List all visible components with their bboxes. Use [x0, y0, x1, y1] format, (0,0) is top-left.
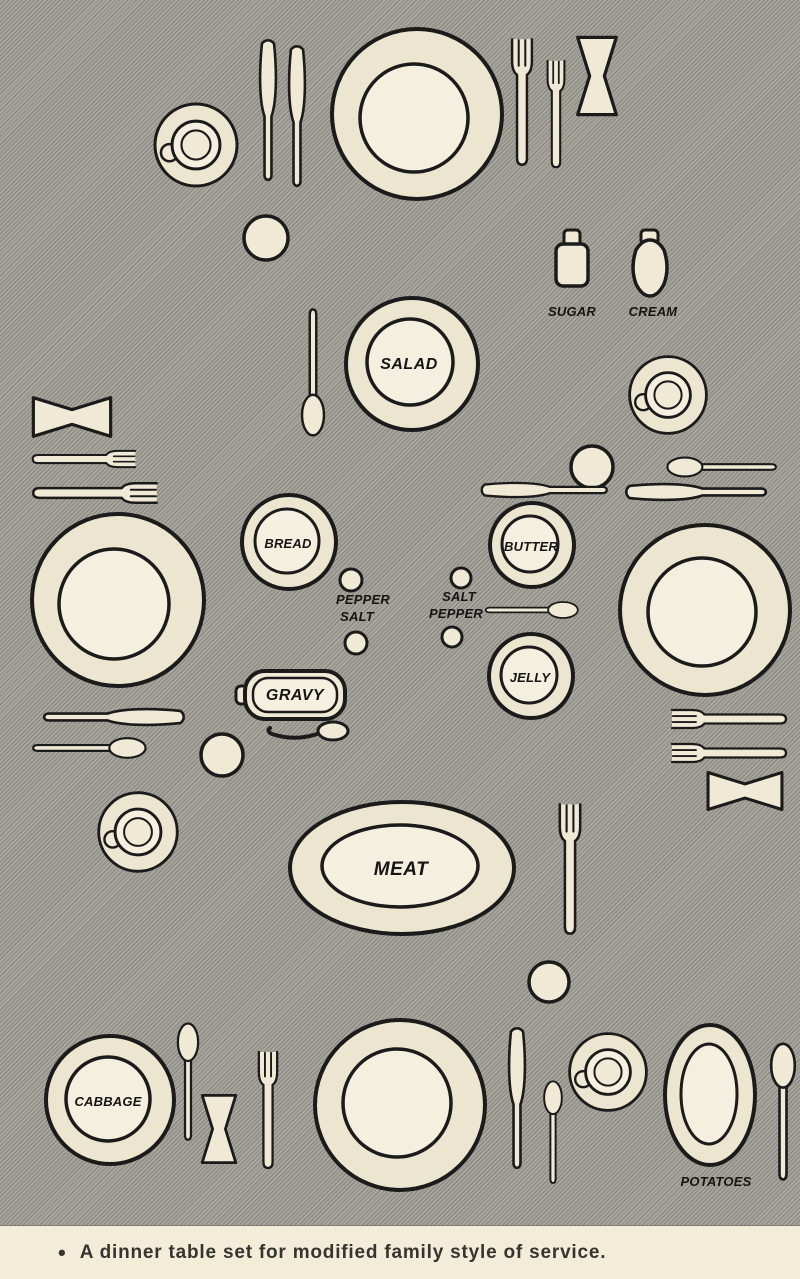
- pepper-label-right: PEPPER: [429, 606, 483, 621]
- salt-label-right: SALT: [442, 589, 477, 604]
- dinner-knife-top-2: [287, 44, 307, 188]
- jelly-bowl: [487, 632, 575, 720]
- pepper-shaker-right: [440, 625, 464, 649]
- serving-spoon-cabbage: [176, 1022, 200, 1142]
- figure-caption: • A dinner table set for modified family…: [0, 1225, 800, 1279]
- water-glass-center: [569, 444, 615, 490]
- salt-label-left: SALT: [340, 609, 375, 624]
- knife-bottom: [507, 1026, 527, 1170]
- caption-bullet: •: [58, 1239, 66, 1265]
- dinner-plate-bottom: [313, 1018, 487, 1192]
- salad-label: SALAD: [380, 356, 438, 373]
- dinner-knife-top-1: [258, 38, 278, 182]
- jelly-label: JELLY: [510, 670, 552, 685]
- teaspoon-bottom: [542, 1080, 564, 1185]
- potatoes-dish: [663, 1023, 757, 1167]
- gravy-ladle: [266, 720, 350, 742]
- salad-bowl: [344, 296, 480, 432]
- napkin-bottom: [200, 1093, 238, 1165]
- salt-shaker-right: [449, 566, 473, 590]
- salt-shaker-left: [343, 630, 369, 656]
- napkin-left: [31, 395, 113, 439]
- cup-and-saucer-meat-left: [97, 791, 179, 873]
- sugar-bowl: [554, 228, 590, 288]
- salad-serving-spoon: [300, 308, 326, 437]
- cup-and-saucer-right: [628, 355, 708, 435]
- spoon-center: [484, 600, 579, 620]
- knife-lower-left: [42, 707, 186, 727]
- cabbage-label: CABBAGE: [74, 1094, 141, 1109]
- pepper-label-left: PEPPER: [336, 592, 390, 607]
- napkin-top: [575, 35, 619, 117]
- water-glass-lower-left: [199, 732, 245, 778]
- butter-label: BUTTER: [504, 539, 558, 554]
- dinner-plate-top: [330, 27, 504, 201]
- dinner-plate-left: [30, 512, 206, 688]
- spoon-right-top: [666, 456, 778, 478]
- cabbage-bowl: [44, 1034, 176, 1166]
- fork-left-1: [31, 449, 137, 469]
- butter-plate: [488, 501, 576, 589]
- fork-bottom: [257, 1050, 279, 1170]
- sugar-label: SUGAR: [548, 304, 596, 319]
- meat-label: MEAT: [374, 859, 429, 880]
- water-glass-meat: [527, 960, 571, 1004]
- serving-spoon-right-edge: [769, 1042, 797, 1181]
- cup-and-saucer-bottom: [568, 1032, 648, 1112]
- potatoes-label: POTATOES: [681, 1174, 752, 1189]
- knife-right: [624, 482, 768, 502]
- bread-label: BREAD: [264, 536, 312, 551]
- fork-lower-right-2: [670, 742, 788, 764]
- water-glass-top: [242, 214, 290, 262]
- gravy-label: GRAVY: [266, 687, 325, 704]
- pepper-shaker-left: [338, 567, 364, 593]
- bread-plate: [240, 493, 338, 591]
- napkin-right: [706, 770, 784, 812]
- cup-and-saucer-top-left: [153, 102, 239, 188]
- meat-platter: [288, 800, 516, 936]
- dinner-fork-top-1: [510, 38, 534, 166]
- table-setting-illustration: SUGAR CREAM SALAD: [0, 0, 800, 1225]
- dinner-plate-right: [618, 523, 792, 697]
- illustration-canvas: SUGAR CREAM SALAD: [30, 27, 797, 1192]
- cream-label: CREAM: [629, 304, 679, 319]
- serving-fork-meat: [558, 803, 582, 935]
- fork-lower-right-1: [670, 708, 788, 730]
- spoon-lower-left: [31, 736, 147, 760]
- dinner-fork-top-2: [546, 59, 566, 169]
- cream-pitcher: [631, 228, 669, 298]
- gravy-boat: [234, 669, 347, 721]
- caption-text: A dinner table set for modified family s…: [79, 1241, 607, 1263]
- fork-left-2: [31, 481, 159, 505]
